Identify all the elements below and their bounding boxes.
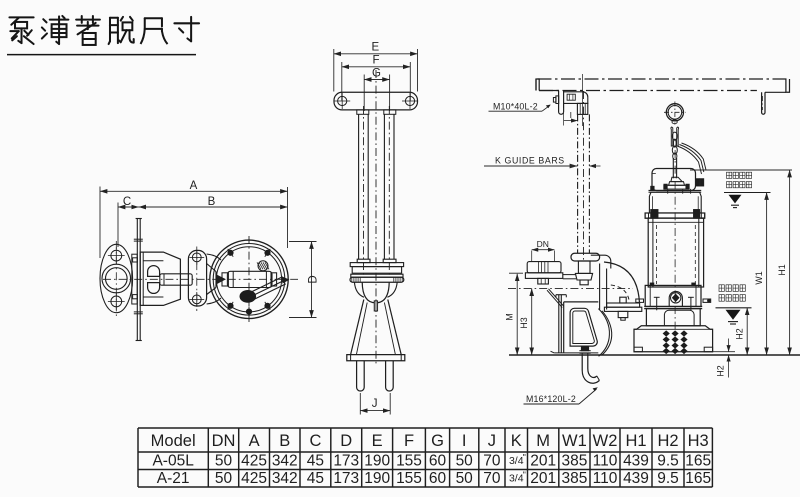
svg-text:E: E [371, 42, 379, 54]
svg-text:9.5: 9.5 [657, 453, 679, 470]
svg-text:Model: Model [151, 432, 196, 450]
svg-text:D: D [308, 275, 320, 283]
svg-text:60: 60 [429, 470, 447, 487]
svg-text:155: 155 [396, 470, 422, 487]
svg-text:385: 385 [561, 470, 587, 487]
svg-text:342: 342 [272, 453, 298, 470]
svg-text:60: 60 [429, 453, 447, 470]
svg-text:C: C [123, 196, 131, 208]
svg-text:A-05L: A-05L [152, 453, 194, 470]
svg-text:I: I [462, 432, 467, 450]
svg-text:342: 342 [272, 470, 298, 487]
svg-text:W1: W1 [562, 432, 587, 450]
svg-text:3/4: 3/4 [509, 473, 524, 485]
svg-text:H2: H2 [734, 328, 744, 339]
svg-text:M10*40L-2: M10*40L-2 [493, 101, 538, 111]
svg-text:H1: H1 [625, 432, 646, 450]
svg-text:C: C [309, 432, 321, 450]
svg-text:201: 201 [530, 453, 556, 470]
svg-text:50: 50 [215, 470, 233, 487]
svg-text:": " [523, 453, 526, 463]
svg-text:155: 155 [396, 453, 422, 470]
svg-text:F: F [404, 432, 414, 450]
svg-text:H3: H3 [519, 317, 529, 328]
svg-text:": " [523, 470, 526, 480]
svg-text:K: K [511, 432, 522, 450]
svg-text:439: 439 [623, 453, 649, 470]
svg-text:9.5: 9.5 [657, 470, 679, 487]
svg-text:H2: H2 [657, 432, 678, 450]
svg-text:J: J [488, 432, 496, 450]
svg-text:50: 50 [456, 453, 474, 470]
svg-text:3/4: 3/4 [509, 455, 524, 467]
svg-text:B: B [279, 432, 290, 450]
svg-text:A-21: A-21 [157, 470, 190, 487]
svg-text:50: 50 [456, 470, 474, 487]
svg-text:45: 45 [307, 453, 324, 470]
svg-text:A: A [249, 432, 260, 450]
svg-text:70: 70 [483, 470, 501, 487]
svg-text:I: I [570, 110, 572, 120]
svg-text:G: G [431, 432, 444, 450]
svg-text:165: 165 [685, 453, 711, 470]
svg-text:W2: W2 [593, 432, 618, 450]
svg-text:70: 70 [483, 453, 501, 470]
svg-text:425: 425 [241, 453, 267, 470]
svg-text:110: 110 [593, 470, 618, 487]
svg-text:B: B [208, 196, 216, 208]
svg-text:201: 201 [530, 470, 556, 487]
svg-text:D: D [340, 432, 352, 450]
svg-text:H2: H2 [715, 365, 725, 376]
svg-text:165: 165 [685, 470, 711, 487]
svg-text:110: 110 [593, 453, 618, 470]
svg-text:425: 425 [241, 470, 267, 487]
svg-text:H3: H3 [688, 432, 709, 450]
svg-text:J: J [372, 398, 378, 410]
svg-text:G: G [372, 68, 381, 80]
svg-text:439: 439 [623, 470, 649, 487]
svg-text:E: E [372, 432, 383, 450]
svg-text:DN: DN [212, 432, 236, 450]
svg-text:173: 173 [333, 453, 359, 470]
svg-text:DN: DN [537, 239, 549, 249]
svg-text:50: 50 [215, 453, 233, 470]
svg-text:190: 190 [364, 470, 390, 487]
svg-text:W1: W1 [754, 271, 764, 284]
svg-text:M16*120L-2: M16*120L-2 [526, 394, 576, 404]
svg-text:M: M [504, 313, 514, 320]
svg-text:F: F [372, 55, 379, 67]
svg-text:385: 385 [561, 453, 587, 470]
svg-text:K GUIDE BARS: K GUIDE BARS [495, 155, 565, 165]
svg-text:45: 45 [307, 470, 324, 487]
svg-text:173: 173 [333, 470, 359, 487]
svg-text:H1: H1 [777, 264, 787, 275]
svg-text:M: M [536, 432, 550, 450]
svg-text:190: 190 [364, 453, 390, 470]
svg-text:A: A [190, 180, 198, 192]
